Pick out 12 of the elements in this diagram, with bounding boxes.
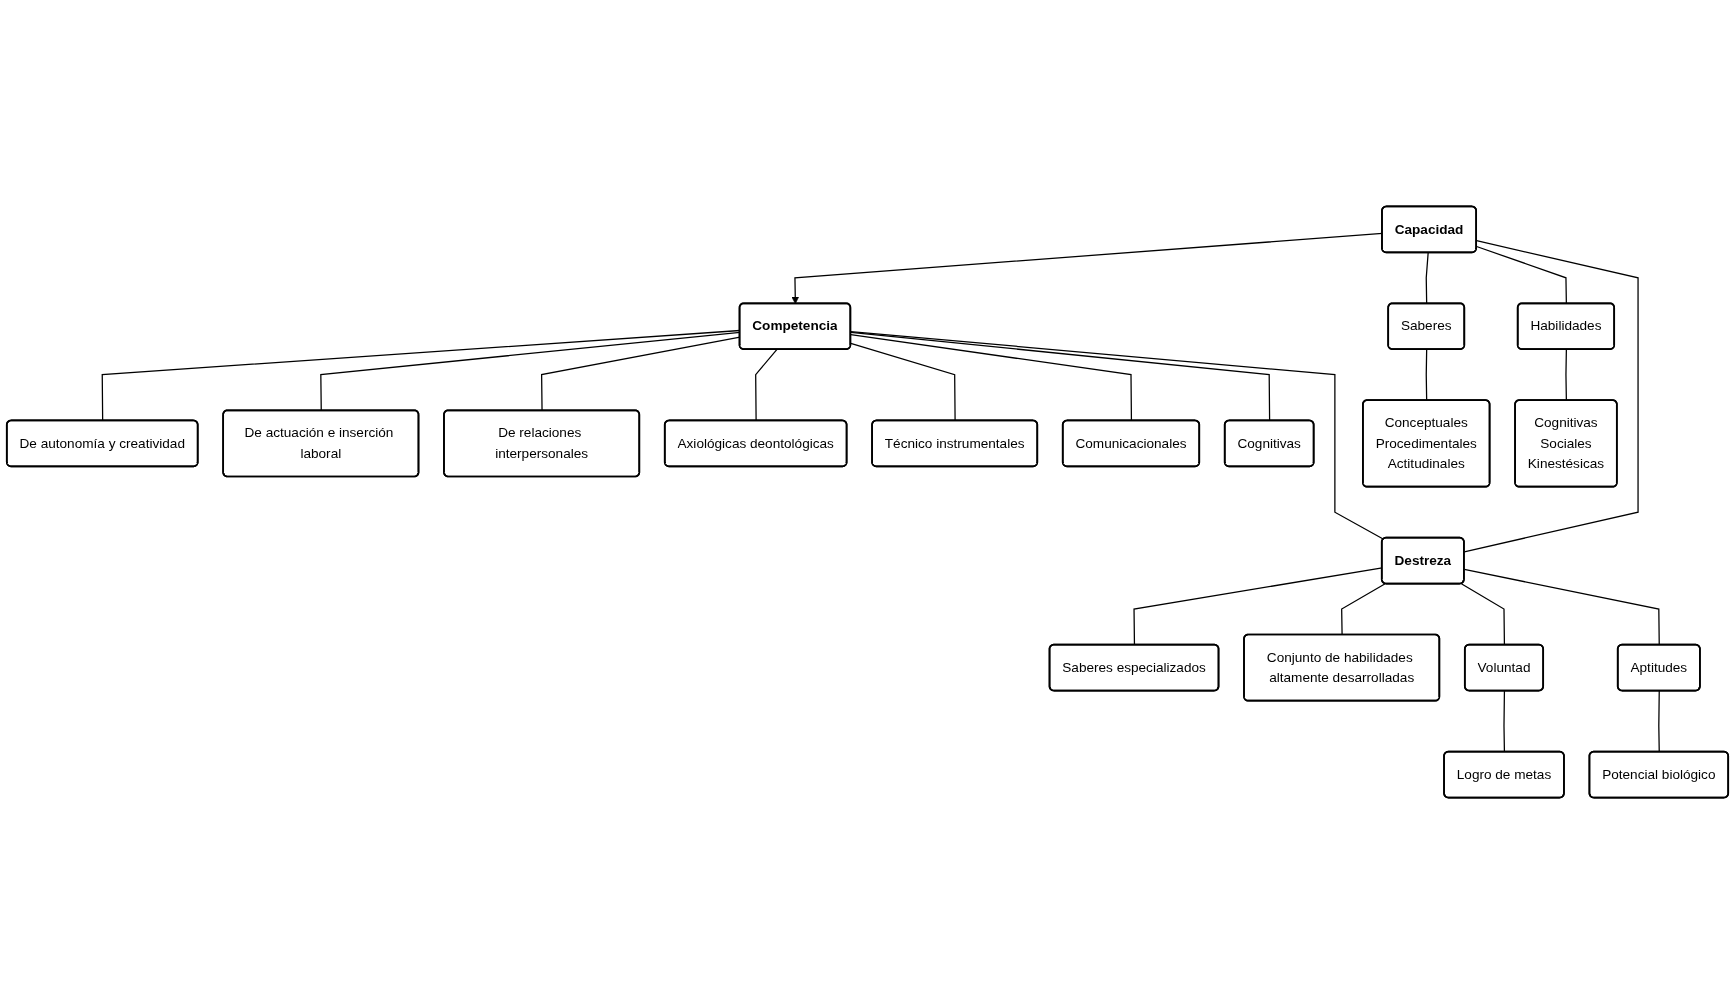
- connector: [755, 348, 778, 422]
- connector: [1425, 252, 1429, 305]
- connector: [1425, 348, 1428, 402]
- connector: [1463, 568, 1660, 646]
- connector: [1503, 690, 1506, 753]
- connector: [1463, 240, 1639, 553]
- connector: [1341, 583, 1386, 636]
- connector: [850, 331, 1271, 422]
- connector: [1565, 348, 1567, 402]
- connector: [850, 333, 1133, 422]
- connector: [1658, 690, 1660, 753]
- connector: [850, 342, 956, 422]
